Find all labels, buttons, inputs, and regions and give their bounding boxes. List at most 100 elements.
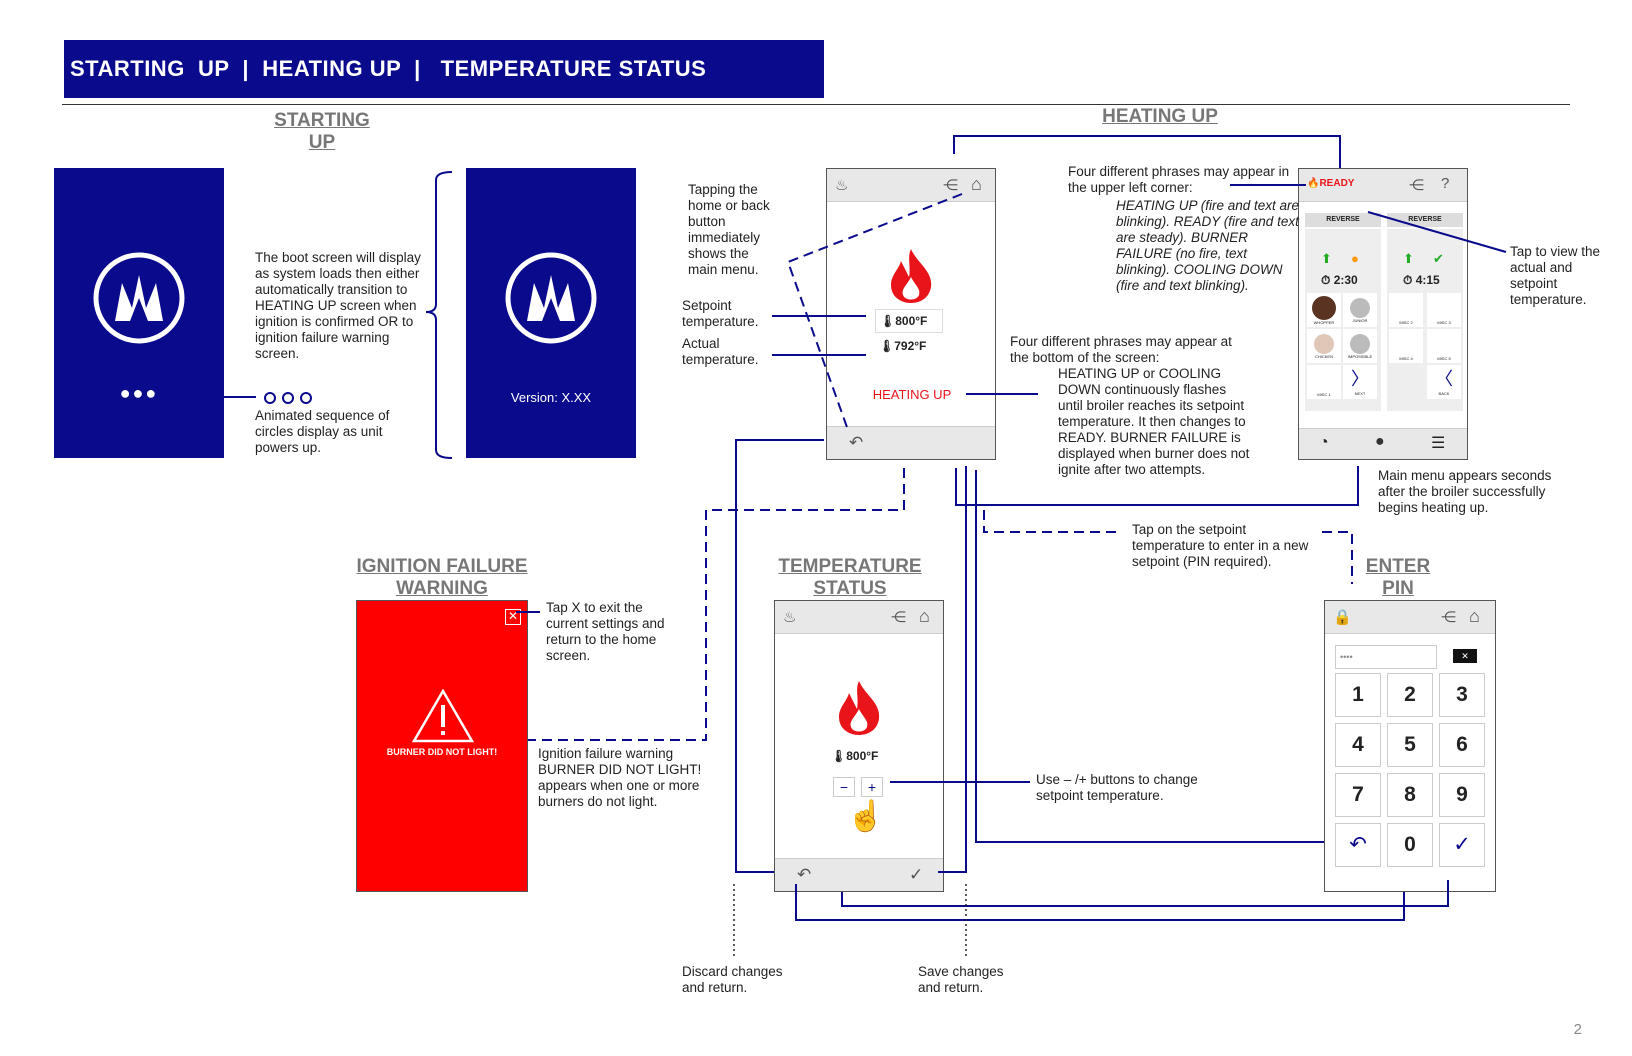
section-enter-pin: ENTER PIN [1365,556,1431,599]
version-text: Version: X.XX [510,390,592,405]
menu-item[interactable]: CHICKEN [1307,329,1341,363]
key-1[interactable]: 1 [1335,673,1381,717]
check-icon[interactable]: ✓ [909,865,924,884]
header-rule [62,104,1570,105]
page-number: 2 [1573,1021,1582,1038]
boot-note: The boot screen will display as system l… [255,250,421,361]
phrases-intro: Four different phrases may appear in the… [1068,164,1290,195]
timer-left-value: 2:30 [1333,273,1358,287]
flame-large-icon [891,249,932,303]
bottom-phrases-body: HEATING UP or COOLING DOWN continuously … [1058,366,1250,477]
loading-dots: ●●● [119,383,159,403]
tap-setpoint-note: Tap on the setpoint temperature to enter… [1132,522,1309,569]
key-5[interactable]: 5 [1387,723,1433,767]
menu-item[interactable]: MISC 2 [1389,293,1423,327]
menu-item[interactable]: MISC 5 [1427,329,1461,363]
key-4[interactable]: 4 [1335,723,1381,767]
setpoint-temperature-display[interactable]: 🌡800°F [875,309,943,333]
menu-item[interactable]: IMPOSSIBLE [1343,329,1377,363]
next-button[interactable]: 〉NEXT [1343,365,1377,399]
up-arrow-icon: ⬆ [1321,251,1332,266]
menu-item[interactable]: MISC 4 [1389,329,1423,363]
main-menu-note: Main menu appears seconds after the broi… [1378,468,1552,515]
page-banner: STARTING UP | HEATING UP | TEMPERATURE S… [64,40,824,98]
bottom-phrases-intro: Four different phrases may appear at the… [1010,334,1232,365]
section-ignition-failure: IGNITION FAILURE WARNING [356,556,528,599]
home-icon[interactable]: ⌂ [1469,606,1480,626]
use-buttons-note: Use – /+ buttons to change setpoint temp… [1036,772,1198,803]
plus-button[interactable]: + [861,777,883,797]
timer-right: ⏱ 4:15 [1403,273,1440,287]
boot-screen-version: Version: X.XX [466,168,636,458]
flame-icon: ♨ [835,177,849,194]
temperature-status-screen: ♨ ⋲ ⌂ 🌡800°F − + ☝ ↶ ✓ [774,600,944,892]
share-icon[interactable]: ⋲ [943,177,958,194]
crown-logo-icon [93,252,185,344]
ignition-warning-note: Ignition failure warning BURNER DID NOT … [538,746,702,809]
hand-pointer-icon: ☝ [847,800,885,833]
circles-note: Animated sequence of circles display as … [255,408,390,455]
actual-value: 792°F [894,339,927,353]
key-6[interactable]: 6 [1439,723,1485,767]
ready-status[interactable]: 🔥READY [1307,178,1355,189]
actual-temperature-display: 🌡792°F [879,339,927,353]
setpoint-value: 800°F [846,749,879,763]
back-arrow-icon[interactable]: ↶ [1335,823,1381,867]
warning-triangle-icon [412,689,474,743]
menu-item[interactable]: WHOPPER [1307,293,1341,327]
lock-icon: 🔒 [1333,609,1352,626]
section-heating-up: HEATING UP [1102,106,1218,127]
setpoint-label: Setpoint temperature. [682,298,759,329]
back-arrow-icon[interactable]: ↶ [797,865,812,884]
section-temperature-status: TEMPERATURE STATUS [778,556,922,599]
up-arrow-icon: ⬆ [1403,251,1414,266]
tap-view-note: Tap to view the actual and setpoint temp… [1510,244,1601,307]
actual-label: Actual temperature. [682,336,759,367]
gauge-icon[interactable]: ◔ [1319,434,1329,451]
close-icon[interactable]: ✕ [505,609,521,625]
home-icon[interactable]: ⌂ [919,606,930,626]
save-note: Save changes and return. [918,964,1004,995]
reverse-left[interactable]: REVERSE [1305,213,1381,227]
heating-status-text: HEATING UP [872,387,952,402]
share-icon[interactable]: ⋲ [891,609,906,626]
products-icon[interactable]: ● [1375,433,1385,450]
enter-pin-screen: 🔒 ⋲ ⌂ •••• ✕ 1 2 3 4 5 6 7 8 9 ↶ 0 ✓ [1324,600,1496,892]
flame-large-icon [839,681,880,735]
minus-button[interactable]: − [833,777,855,797]
check-circle-icon: ✔ [1433,251,1444,266]
section-starting-up: STARTING UP [274,110,370,153]
key-9[interactable]: 9 [1439,773,1485,817]
ignition-failure-screen: ✕ BURNER DID NOT LIGHT! [356,600,528,892]
check-icon[interactable]: ✓ [1439,823,1485,867]
boot-screen-loading: ●●● [54,168,224,458]
share-icon[interactable]: ⋲ [1441,609,1456,626]
phrases-body: HEATING UP (fire and text are blinking).… [1116,198,1300,293]
pin-input[interactable]: •••• [1335,645,1437,669]
tap-home-note: Tapping the home or back button immediat… [688,182,770,277]
back-arrow-icon[interactable]: ↶ [849,433,864,452]
key-3[interactable]: 3 [1439,673,1485,717]
setpoint-display: 🌡800°F [831,749,879,763]
help-icon[interactable]: ? [1441,175,1450,192]
home-icon[interactable]: ⌂ [971,174,982,194]
key-8[interactable]: 8 [1387,773,1433,817]
menu-list-icon[interactable]: ☰ [1431,435,1446,452]
discard-note: Discard changes and return. [682,964,783,995]
menu-item[interactable]: JUNIOR [1343,293,1377,327]
menu-item[interactable]: MISC 3 [1427,293,1461,327]
tap-x-note: Tap X to exit the current settings and r… [546,600,665,663]
ready-status-text: READY [1319,178,1355,189]
key-0[interactable]: 0 [1387,823,1433,867]
backspace-icon[interactable]: ✕ [1453,649,1477,663]
ignition-message: BURNER DID NOT LIGHT! [386,747,498,757]
flame-icon: ♨ [783,609,797,626]
key-7[interactable]: 7 [1335,773,1381,817]
heating-up-screen: ♨ ⋲ ⌂ 🌡800°F 🌡792°F HEATING UP ↶ [826,168,996,460]
share-icon[interactable]: ⋲ [1409,177,1424,194]
back-button[interactable]: 〈BACK [1427,365,1461,399]
menu-item[interactable]: MISC 1 [1307,365,1341,399]
setpoint-value: 800°F [895,314,928,328]
key-2[interactable]: 2 [1387,673,1433,717]
